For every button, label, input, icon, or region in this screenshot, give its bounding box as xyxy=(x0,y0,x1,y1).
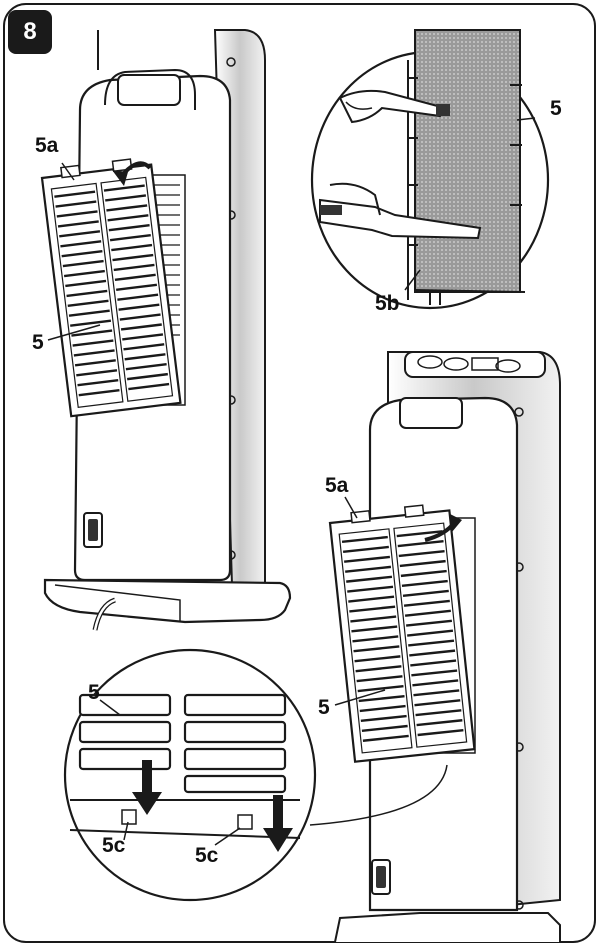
callout-filter-zoom: 5 xyxy=(550,97,562,120)
callout-filter-bottom: 5 xyxy=(318,696,330,719)
callout-filter-detail: 5 xyxy=(88,681,100,704)
callout-filter-top: 5 xyxy=(32,331,44,354)
callout-brush-zoom: 5b xyxy=(375,292,400,315)
leader-lines xyxy=(47,162,386,846)
heater-bottom xyxy=(309,351,561,943)
step-number: 8 xyxy=(23,18,37,45)
callout-hook-left: 5c xyxy=(102,834,126,857)
down-arrow-icon xyxy=(132,760,162,815)
vacuum-nozzle-icon xyxy=(319,182,482,240)
zoom-cleaning xyxy=(310,29,550,310)
heater-top xyxy=(40,29,292,631)
step-badge: 8 xyxy=(8,10,52,54)
brush-icon xyxy=(338,89,450,124)
zoom-hooks xyxy=(63,648,317,902)
page-border xyxy=(3,3,596,943)
callout-latch-bottom: 5a xyxy=(325,474,349,497)
down-arrow-icon xyxy=(263,795,293,852)
callout-hook-right: 5c xyxy=(195,844,219,867)
callout-latch-top: 5a xyxy=(35,134,59,157)
